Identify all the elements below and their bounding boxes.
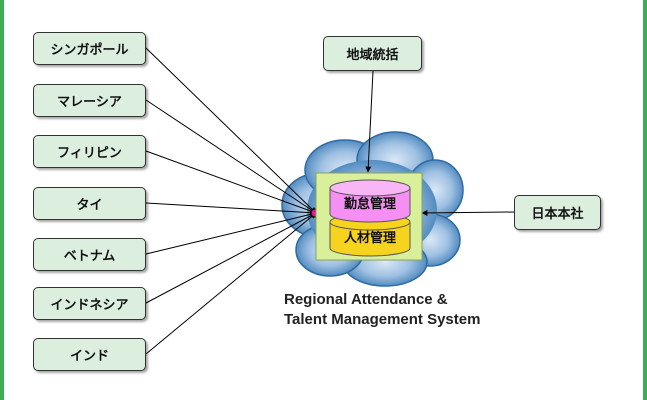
- connector-regional: [365, 70, 374, 173]
- country-label: ベトナム: [63, 249, 116, 264]
- country-connectors: [145, 47, 317, 355]
- connector-vietnam: [145, 211, 317, 255]
- regional-hq-box: 地域統括: [323, 36, 422, 71]
- country-box-malaysia: マレーシア: [33, 84, 146, 117]
- country-box-singapore: シンガポール: [33, 32, 146, 65]
- database-top-cylinder: [329, 179, 411, 223]
- regional-hq-label: 地域統括: [346, 48, 399, 63]
- connector-thailand: [145, 202, 317, 216]
- connector-malaysia: [145, 99, 317, 214]
- country-label: マレーシア: [57, 95, 122, 110]
- country-label: シンガポール: [50, 43, 129, 58]
- country-label: インド: [69, 349, 109, 364]
- country-box-vietnam: ベトナム: [33, 238, 146, 271]
- country-box-thailand: タイ: [33, 187, 146, 220]
- country-label: フィリピン: [57, 146, 122, 161]
- database-bottom-label: 人材管理: [343, 231, 396, 246]
- database-top-label: 勤怠管理: [343, 197, 396, 212]
- connector-headquarters: [421, 209, 515, 216]
- connector-indonesia: [145, 212, 317, 304]
- system-title-line1: Regional Attendance &: [284, 291, 448, 308]
- country-box-indonesia: インドネシア: [33, 287, 146, 320]
- system-title: Regional Attendance & Talent Management …: [284, 290, 544, 330]
- japan-hq-label: 日本本社: [531, 207, 584, 222]
- country-box-india: インド: [33, 338, 146, 371]
- japan-hq-box: 日本本社: [514, 195, 601, 230]
- country-box-philippines: フィリピン: [33, 135, 146, 168]
- country-label: タイ: [76, 198, 103, 213]
- system-title-line2: Talent Management System: [284, 311, 481, 328]
- country-label: インドネシア: [50, 298, 129, 313]
- connector-philippines: [145, 150, 317, 214]
- connector-india: [145, 212, 317, 355]
- connector-singapore: [145, 47, 317, 214]
